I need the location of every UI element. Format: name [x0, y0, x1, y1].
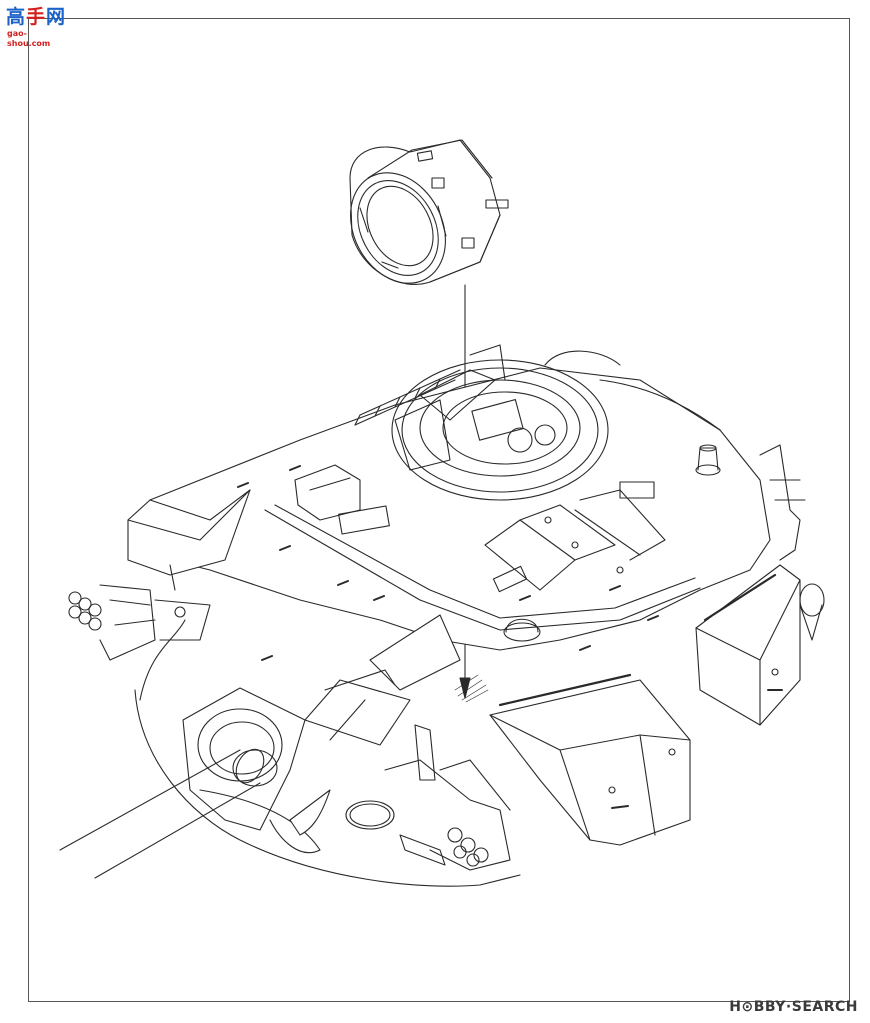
turret-body: [128, 345, 770, 886]
front-smoke-dischargers: [385, 725, 510, 870]
site-logo[interactable]: 高手网 gao-shou.com: [6, 6, 70, 48]
gun-mantlet-and-barrel: [60, 688, 394, 878]
logo-char-1: 高: [6, 6, 27, 28]
left-smoke-dischargers: [69, 585, 210, 660]
logo-domain: gao-shou.com: [7, 29, 51, 48]
logo-char-3: 网: [46, 6, 67, 28]
right-stowage-bin: [696, 445, 824, 725]
gunner-sight: [305, 615, 460, 745]
front-right-stowage-bin: [490, 675, 690, 845]
logo-char-2: 手: [26, 6, 47, 28]
hobbysearch-watermark: H⊙BBY·SEARCH: [729, 999, 858, 1015]
instruction-frame: [28, 18, 850, 1002]
logo-title: 高手网: [6, 6, 66, 28]
cupola-ring-part: [332, 140, 508, 300]
